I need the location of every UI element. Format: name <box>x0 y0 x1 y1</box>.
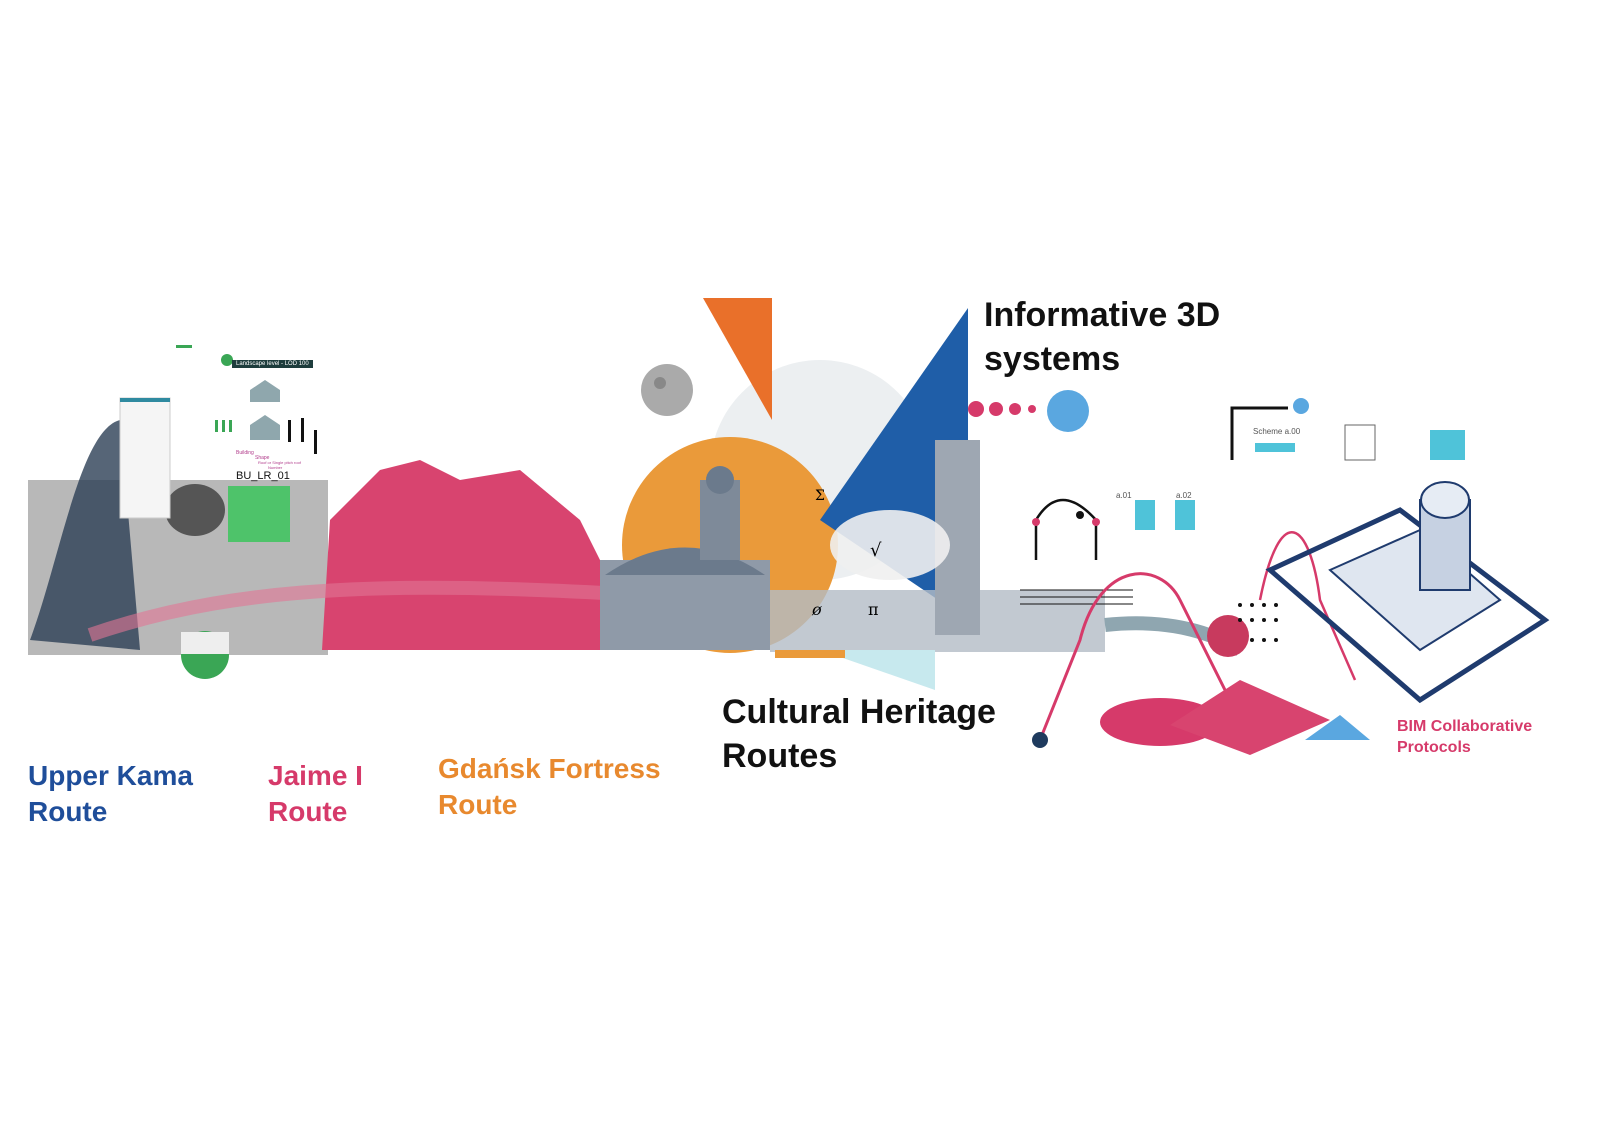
scheme-label: Scheme a.00 <box>1253 427 1301 436</box>
route-gdansk-fortress: Gdańsk Fortress Route <box>438 753 661 820</box>
route-jaime-i: Jaime I Route <box>268 760 363 827</box>
blue-dot <box>1047 390 1089 432</box>
horseman-figure <box>30 420 140 650</box>
a01-label: a.01 <box>1116 491 1132 500</box>
pink-church-model <box>1170 680 1330 755</box>
building-label: Building <box>236 450 254 456</box>
shape-label: Shape <box>255 455 270 461</box>
informative-3d-heading: Informative 3D systems <box>984 296 1221 378</box>
code-label: BU_LR_01 <box>236 470 290 482</box>
cultural-heritage-heading: Cultural Heritage Routes <box>722 693 996 775</box>
phi-symbol: ø <box>812 600 822 619</box>
route-upper-kama: Upper Kama Route <box>28 760 193 827</box>
roof-label: Roof or Single pitch roof <box>258 460 301 465</box>
sqrt-symbol: √ <box>870 540 882 561</box>
green-model-panel <box>228 486 290 542</box>
number-label: Number <box>268 465 283 470</box>
pi-symbol: π <box>868 600 879 619</box>
a02-label: a.02 <box>1176 491 1192 500</box>
arch-icon <box>1034 498 1098 560</box>
pink-ellipse <box>1100 698 1220 746</box>
bim-building-model <box>1265 507 1550 704</box>
route-curve <box>1038 572 1232 741</box>
sigma-symbol: Σ <box>815 488 825 504</box>
jaime-castle-photo <box>322 460 610 650</box>
moon-icon <box>641 364 693 416</box>
bim-protocols-heading: BIM Collaborative Protocols <box>1397 718 1533 756</box>
orange-triangle <box>703 298 772 420</box>
landscape-level-tag: Landscape level - LOD 100 <box>232 360 313 368</box>
dome <box>165 484 225 536</box>
